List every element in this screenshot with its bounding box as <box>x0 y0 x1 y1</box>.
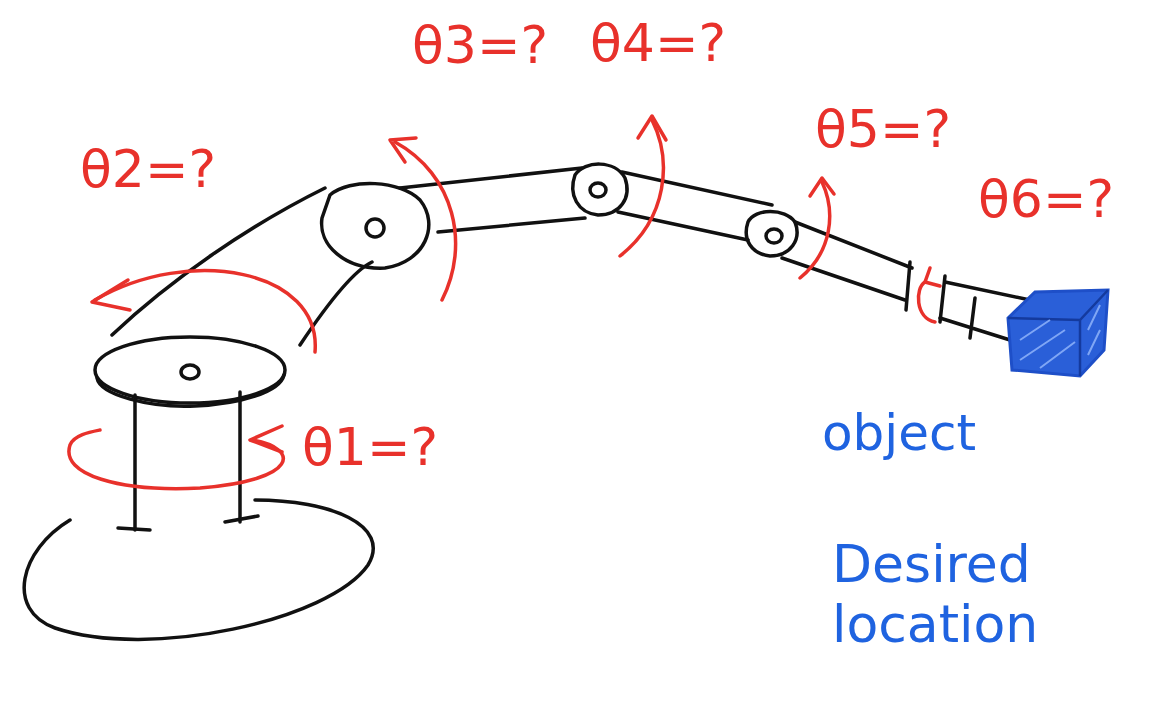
joint-angle-label: θ4=? <box>590 14 726 74</box>
joint-dot <box>590 183 606 197</box>
joint-3 <box>573 164 627 215</box>
rotation-arrow-5 <box>800 182 830 278</box>
column-foot <box>118 516 258 530</box>
joint-angle-label: θ3=? <box>412 16 548 76</box>
joint-angle-label: θ1=? <box>302 418 438 478</box>
column <box>135 392 240 530</box>
wrist-link <box>782 222 912 300</box>
arrowhead <box>810 178 834 196</box>
joint-dot <box>181 365 199 379</box>
object-cube <box>1008 290 1108 376</box>
rotation-arrow-6 <box>918 282 935 322</box>
joint-2 <box>322 184 429 269</box>
joint-angle-label: θ2=? <box>80 140 216 200</box>
arrowhead <box>250 426 282 452</box>
rotation-arrow-4 <box>620 120 663 256</box>
joint-dot <box>766 229 782 243</box>
forearm-link <box>618 172 772 240</box>
rotation-arrow-3 <box>395 142 456 300</box>
joint-dot <box>366 219 384 237</box>
arrowhead <box>92 280 130 310</box>
wrist-ring <box>906 262 945 322</box>
upper-link <box>400 168 585 232</box>
joint-angle-label: θ5=? <box>815 100 951 160</box>
base-plate <box>24 500 373 639</box>
joint-angle-label: θ6=? <box>978 170 1114 230</box>
lower-link <box>112 188 372 345</box>
arrowhead <box>925 268 940 286</box>
object-label: object <box>822 405 976 463</box>
joint-4 <box>746 212 797 257</box>
location-label: Desired location <box>832 535 1112 655</box>
turret-disk <box>95 337 285 403</box>
arrowhead <box>638 116 666 140</box>
arrowhead <box>390 138 416 162</box>
